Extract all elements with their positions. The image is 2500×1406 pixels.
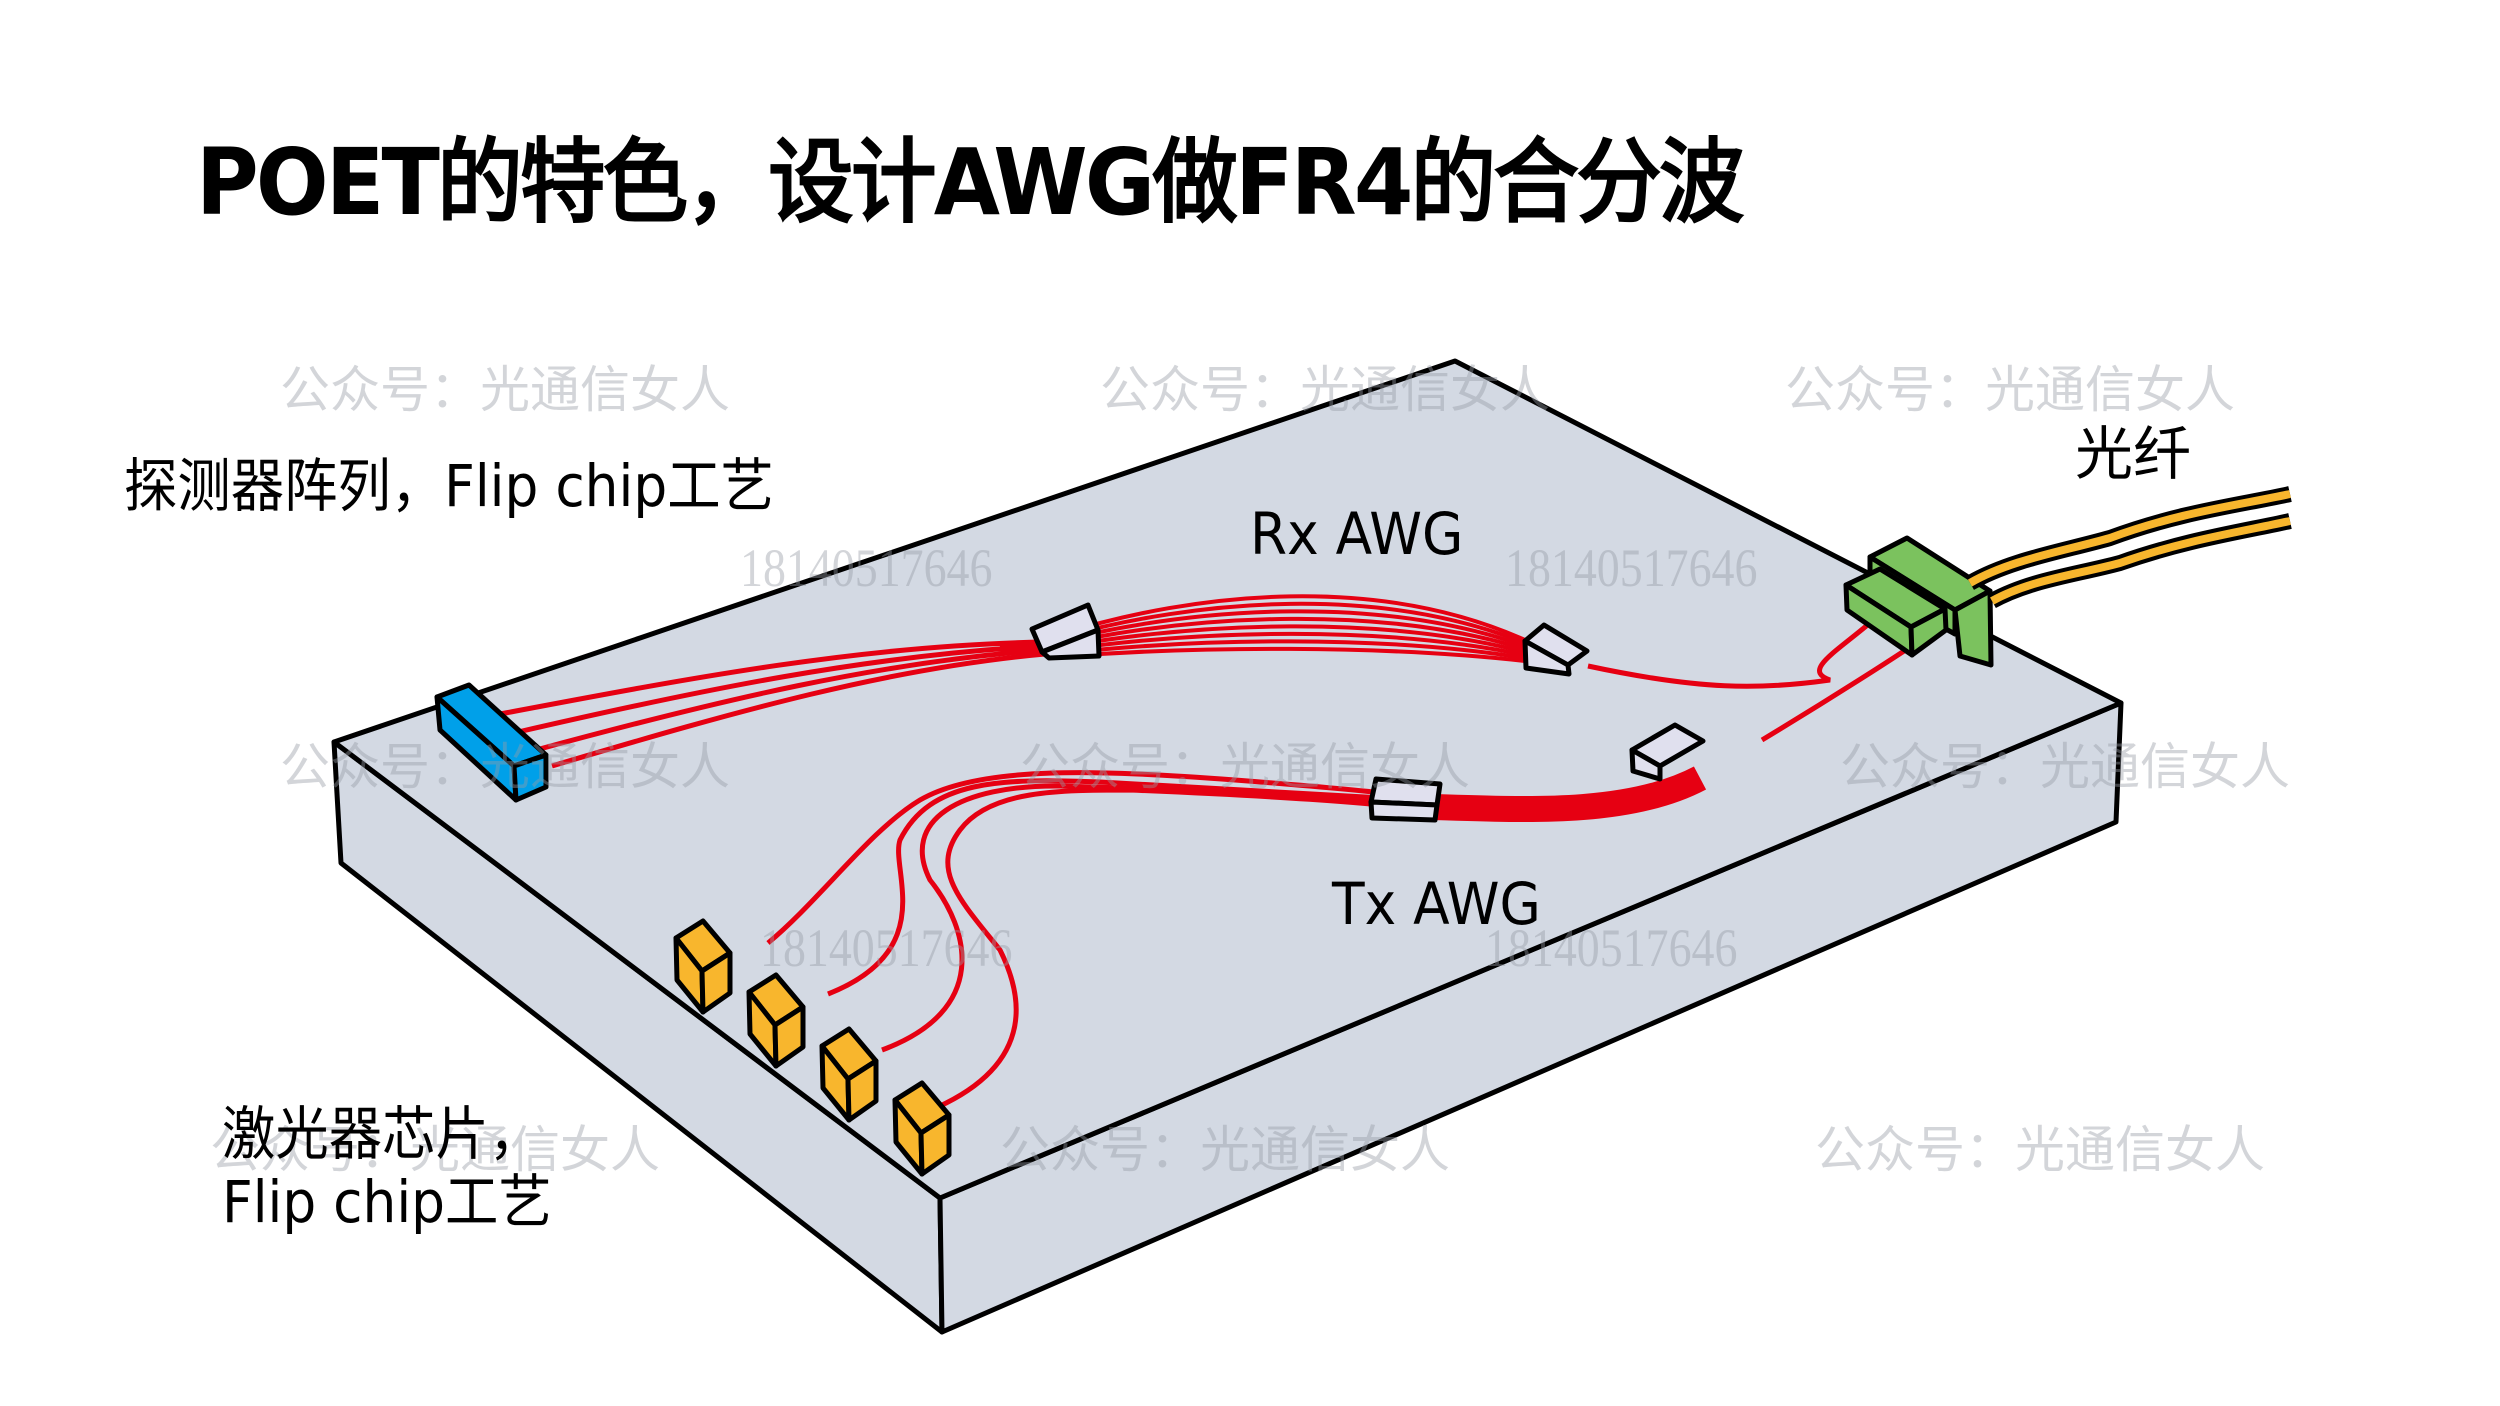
- laser-right: [772, 1004, 806, 1069]
- connector-front-end: [1908, 606, 1949, 658]
- laser-chip: [819, 1026, 879, 1123]
- rx-awg-arm: [1054, 609, 1526, 648]
- laser-chips: [673, 918, 952, 1177]
- tx-waveguide: [936, 787, 1401, 1110]
- rx-waveguide: [517, 643, 1046, 735]
- tx-waveguide: [827, 778, 1401, 997]
- laser-chips-label: 激光器芯片， Flip chip工艺: [222, 1100, 552, 1237]
- rx-awg-arm: [1054, 594, 1526, 642]
- laser-chips-label-line2: Flip chip工艺: [222, 1168, 552, 1237]
- detector-array: [434, 682, 549, 803]
- detector-array-label: 探测器阵列，Flip chip工艺: [124, 452, 774, 520]
- laser-chips-label-line1: 激光器芯片，: [222, 1100, 543, 1168]
- tx-awg-star-coupler-in: [1368, 776, 1443, 823]
- optical-fiber: [1990, 517, 2291, 605]
- page-title: POET的特色，设计AWG做FR4的合分波: [196, 129, 1744, 236]
- rx-awg-arm: [1054, 624, 1526, 654]
- fiber-connector: [1843, 535, 1994, 668]
- star-coupler-front: [1368, 799, 1440, 823]
- connector-back-front: [1952, 588, 1994, 668]
- laser-right: [845, 1058, 879, 1123]
- rx-awg-arm: [1054, 601, 1526, 645]
- rx-awg-label: Rx AWG: [1250, 500, 1464, 568]
- rx-detector-waveguides: [499, 639, 1046, 769]
- star-coupler-front: [1039, 627, 1102, 661]
- rx-output-waveguide: [1587, 614, 1880, 689]
- tx-laser-waveguides: [766, 770, 1401, 1110]
- detector-end: [511, 752, 549, 803]
- optical-fibers: [1966, 486, 2292, 609]
- laser-right: [699, 950, 733, 1015]
- star-coupler-front: [1522, 638, 1572, 677]
- rx-awg-arm: [1054, 646, 1526, 663]
- fiber-label: 光纤: [2075, 420, 2192, 488]
- rx-awg-arm: [1054, 616, 1526, 651]
- tx-awg-bundle: [1432, 766, 1707, 823]
- rx-awg-arm: [1054, 631, 1526, 657]
- rx-awg-array: [1054, 594, 1526, 663]
- star-coupler-front: [1629, 747, 1663, 782]
- tx-waveguide: [766, 770, 1401, 945]
- laser-chip: [673, 918, 733, 1015]
- tx-awg-label: Tx AWG: [1332, 870, 1541, 938]
- laser-right: [918, 1112, 952, 1177]
- rx-awg-star-coupler-out: [1522, 622, 1590, 677]
- tx-awg-star-coupler-out: [1629, 722, 1706, 782]
- rx-waveguide: [535, 647, 1046, 753]
- rx-waveguide: [551, 651, 1046, 769]
- optical-fiber: [1968, 490, 2291, 587]
- rx-awg-arm: [1054, 639, 1526, 660]
- laser-chip: [746, 972, 806, 1069]
- rx-waveguide: [499, 639, 1046, 717]
- rx-awg-star-coupler-in: [1029, 602, 1102, 661]
- laser-chip: [892, 1080, 952, 1177]
